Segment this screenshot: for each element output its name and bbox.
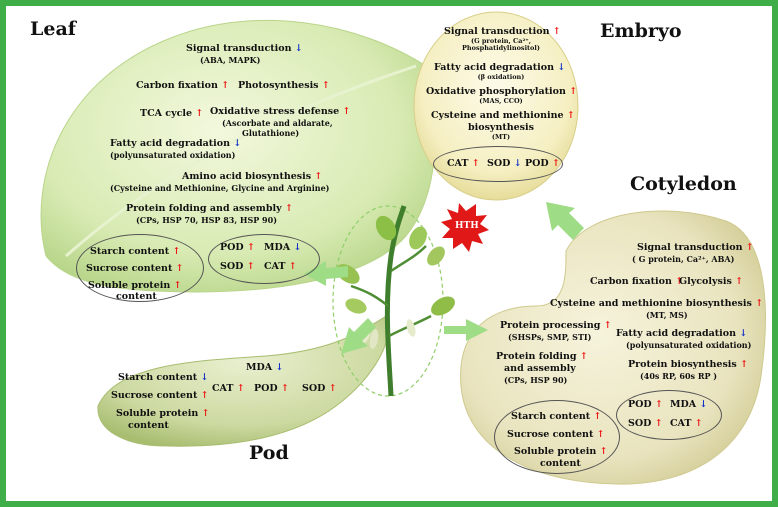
hth-burst bbox=[441, 203, 489, 252]
cot-carbon: Carbon fixation ↑ bbox=[590, 276, 684, 287]
leaf-soluble: Soluble protein ↑ bbox=[88, 280, 182, 291]
embryo-signal: Signal transduction ↑ bbox=[444, 26, 561, 37]
leaf-carbon: Carbon fixation ↑ bbox=[136, 80, 230, 91]
embryo-sod: SOD ↓ bbox=[487, 158, 522, 169]
embryo-cys2: biosynthesis bbox=[467, 122, 534, 133]
soybean-plant-illustration bbox=[336, 205, 455, 397]
embryo-cys-sub: (MT) bbox=[491, 133, 511, 141]
leaf-oxid-sub2: Glutathione) bbox=[242, 128, 300, 138]
leaf-photo: Photosynthesis ↑ bbox=[238, 80, 330, 91]
cot-starch: Starch content ↑ bbox=[511, 411, 602, 422]
pod-sod: SOD ↑ bbox=[302, 383, 337, 394]
pod-shape bbox=[97, 315, 390, 447]
cot-fold1: Protein folding ↑ bbox=[496, 351, 588, 362]
leaf-protein: Protein folding and assembly ↑ bbox=[126, 203, 293, 214]
leaf-starch: Starch content ↑ bbox=[90, 246, 181, 257]
pod-soluble-2: content bbox=[128, 420, 169, 431]
leaf-mda: MDA ↓ bbox=[264, 242, 302, 253]
leaf-amino: Amino acid biosynthesis ↑ bbox=[182, 171, 323, 182]
leaf-pod: POD ↑ bbox=[220, 242, 255, 253]
cot-fold2: and assembly bbox=[504, 363, 576, 374]
hth-label: HTH bbox=[455, 221, 479, 231]
cot-fatty: Fatty acid degradation ↓ bbox=[616, 328, 748, 339]
cot-fatty-sub: (polyunsaturated oxidation) bbox=[626, 340, 752, 350]
embryo-enzyme-ellipse bbox=[433, 146, 563, 182]
leaf-sod: SOD ↑ bbox=[220, 261, 255, 272]
cot-fold-sub: (CPs, HSP 90) bbox=[504, 375, 568, 385]
leaf-content-ellipse bbox=[76, 234, 204, 302]
cot-enzyme-ellipse bbox=[616, 390, 722, 440]
cot-bio: Protein biosynthesis ↑ bbox=[628, 359, 749, 370]
leaf-soluble-2: content bbox=[116, 291, 157, 302]
embryo-oxphos-sub: (MAS, CCO) bbox=[479, 97, 523, 105]
leaf-oxid-sub1: (Ascorbate and aldarate, bbox=[222, 118, 333, 128]
embryo-title: Embryo bbox=[600, 20, 682, 42]
leaf-sucrose: Sucrose content ↑ bbox=[86, 263, 184, 274]
leaf-signal: Signal transduction ↓ bbox=[186, 43, 303, 54]
cot-mda: MDA ↓ bbox=[670, 399, 708, 410]
embryo-cat: CAT ↑ bbox=[447, 158, 480, 169]
cot-soluble-2: content bbox=[540, 458, 581, 469]
arrow-to-embryo bbox=[546, 202, 584, 240]
cot-bio-sub: (40s RP, 60s RP ) bbox=[640, 371, 718, 381]
leaf-enzyme-ellipse bbox=[208, 234, 320, 284]
embryo-pod: POD ↑ bbox=[525, 158, 560, 169]
leaf-fatty: Fatty acid degradation ↓ bbox=[110, 138, 242, 149]
cot-proc-sub: (SHSPs, SMP, STI) bbox=[508, 332, 592, 342]
cot-cat: CAT ↑ bbox=[670, 418, 703, 429]
embryo-oxphos: Oxidative phosphorylation ↑ bbox=[426, 86, 578, 97]
leaf-protein-sub: (CPs, HSP 70, HSP 83, HSP 90) bbox=[136, 215, 277, 225]
embryo-signal-sub1: (G protein, Ca²⁺, bbox=[471, 37, 531, 45]
arrow-to-leaf bbox=[304, 261, 348, 286]
pod-cat: CAT ↑ bbox=[212, 383, 245, 394]
cot-cys: Cysteine and methionine biosynthesis ↑ bbox=[550, 298, 764, 309]
arrow-to-cotyledon bbox=[444, 319, 488, 341]
leaf-title: Leaf bbox=[30, 18, 76, 40]
pod-sucrose: Sucrose content ↑ bbox=[111, 390, 209, 401]
flow-arrows bbox=[304, 202, 584, 354]
cot-signal-sub: ( G protein, Ca²⁺, ABA) bbox=[632, 254, 735, 264]
leaf-tca: TCA cycle ↑ bbox=[140, 108, 204, 119]
leaf-cat: CAT ↑ bbox=[264, 261, 297, 272]
cot-glyco: Glycolysis ↑ bbox=[679, 276, 744, 287]
cot-sod: SOD ↑ bbox=[628, 418, 663, 429]
leaf-oxid: Oxidative stress defense ↑ bbox=[210, 106, 351, 117]
embryo-signal-sub2: Phosphatidylinositol) bbox=[462, 44, 540, 52]
cot-signal: Signal transduction ↑ bbox=[637, 242, 754, 253]
embryo-fatty-sub: (β oxidation) bbox=[477, 73, 525, 81]
pod-soluble: Soluble protein ↑ bbox=[116, 408, 210, 419]
pod-mda: MDA ↓ bbox=[246, 362, 284, 373]
cotyledon-title: Cotyledon bbox=[630, 173, 737, 195]
cot-cys-sub: (MT, MS) bbox=[646, 310, 688, 320]
cot-soluble: Soluble protein ↑ bbox=[514, 446, 608, 457]
embryo-cys1: Cysteine and methionine ↑ bbox=[431, 110, 575, 121]
cot-proc: Protein processing ↑ bbox=[500, 320, 612, 331]
cot-content-ellipse bbox=[494, 400, 620, 474]
leaf-amino-sub: (Cysteine and Methionine, Glycine and Ar… bbox=[110, 183, 330, 193]
arrow-to-pod bbox=[341, 318, 376, 354]
embryo-fatty: Fatty acid degradation ↓ bbox=[434, 62, 566, 73]
leaf-signal-sub: (ABA, MAPK) bbox=[200, 55, 261, 65]
cot-pod: POD ↑ bbox=[628, 399, 663, 410]
pod-starch: Starch content ↓ bbox=[118, 372, 209, 383]
pod-title: Pod bbox=[249, 442, 289, 464]
pod-pod: POD ↑ bbox=[254, 383, 289, 394]
leaf-fatty-sub: (polyunsaturated oxidation) bbox=[110, 150, 236, 160]
cot-sucrose: Sucrose content ↑ bbox=[507, 429, 605, 440]
